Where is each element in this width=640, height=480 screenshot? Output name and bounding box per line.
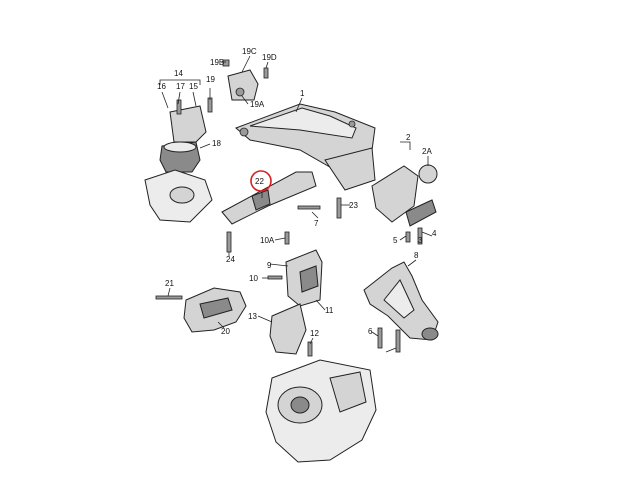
label-19c: 19C	[242, 47, 257, 56]
label-4: 4	[432, 229, 437, 238]
label-5: 5	[393, 236, 398, 245]
label-19: 19	[206, 75, 215, 84]
label-20: 20	[221, 327, 230, 336]
label-2: 2	[406, 133, 411, 142]
label-9: 9	[267, 261, 272, 270]
label-21: 21	[165, 279, 174, 288]
heat-shield	[144, 169, 213, 223]
right-mount-assembly	[371, 164, 438, 245]
label-17: 17	[176, 82, 185, 91]
label-12: 12	[310, 329, 319, 338]
label-23: 23	[349, 201, 358, 210]
leader-lines	[159, 55, 433, 353]
label-15: 15	[189, 82, 198, 91]
label-11: 11	[325, 306, 334, 315]
label-19d: 19D	[262, 53, 277, 62]
label-7: 7	[314, 219, 319, 228]
label-18: 18	[212, 139, 221, 148]
bolt-7	[297, 205, 321, 210]
bracket-20	[155, 287, 247, 333]
label-19a: 19A	[250, 100, 265, 109]
label-6: 6	[368, 327, 373, 336]
label-10a: 10A	[260, 236, 275, 245]
label-16: 16	[157, 82, 166, 91]
label-2a: 2A	[422, 147, 432, 156]
torque-support-part	[221, 171, 317, 225]
label-13: 13	[248, 312, 257, 321]
label-24: 24	[226, 255, 235, 264]
engine-mount-left	[159, 97, 213, 173]
gearbox-part	[265, 359, 377, 463]
label-22: 22	[255, 177, 264, 186]
label-8: 8	[414, 251, 419, 260]
label-19b: 19B	[210, 58, 224, 67]
label-3: 3	[418, 236, 423, 245]
bolt-10a	[284, 231, 290, 245]
label-1: 1	[300, 89, 305, 98]
upper-mount-19c	[222, 59, 269, 101]
bracket-13	[269, 303, 313, 357]
gearbox-mount-part	[267, 249, 323, 307]
part-labels: 14 16 17 15 19 18 19B 19C 19D 19A 1 2 2A…	[157, 47, 437, 338]
highlight-circle-22	[250, 170, 272, 192]
bolt-23	[336, 197, 342, 219]
subframe-part	[235, 103, 376, 191]
label-10: 10	[249, 274, 258, 283]
label-14: 14	[174, 69, 183, 78]
control-arm-part	[363, 261, 439, 353]
bolt-24	[226, 231, 232, 253]
